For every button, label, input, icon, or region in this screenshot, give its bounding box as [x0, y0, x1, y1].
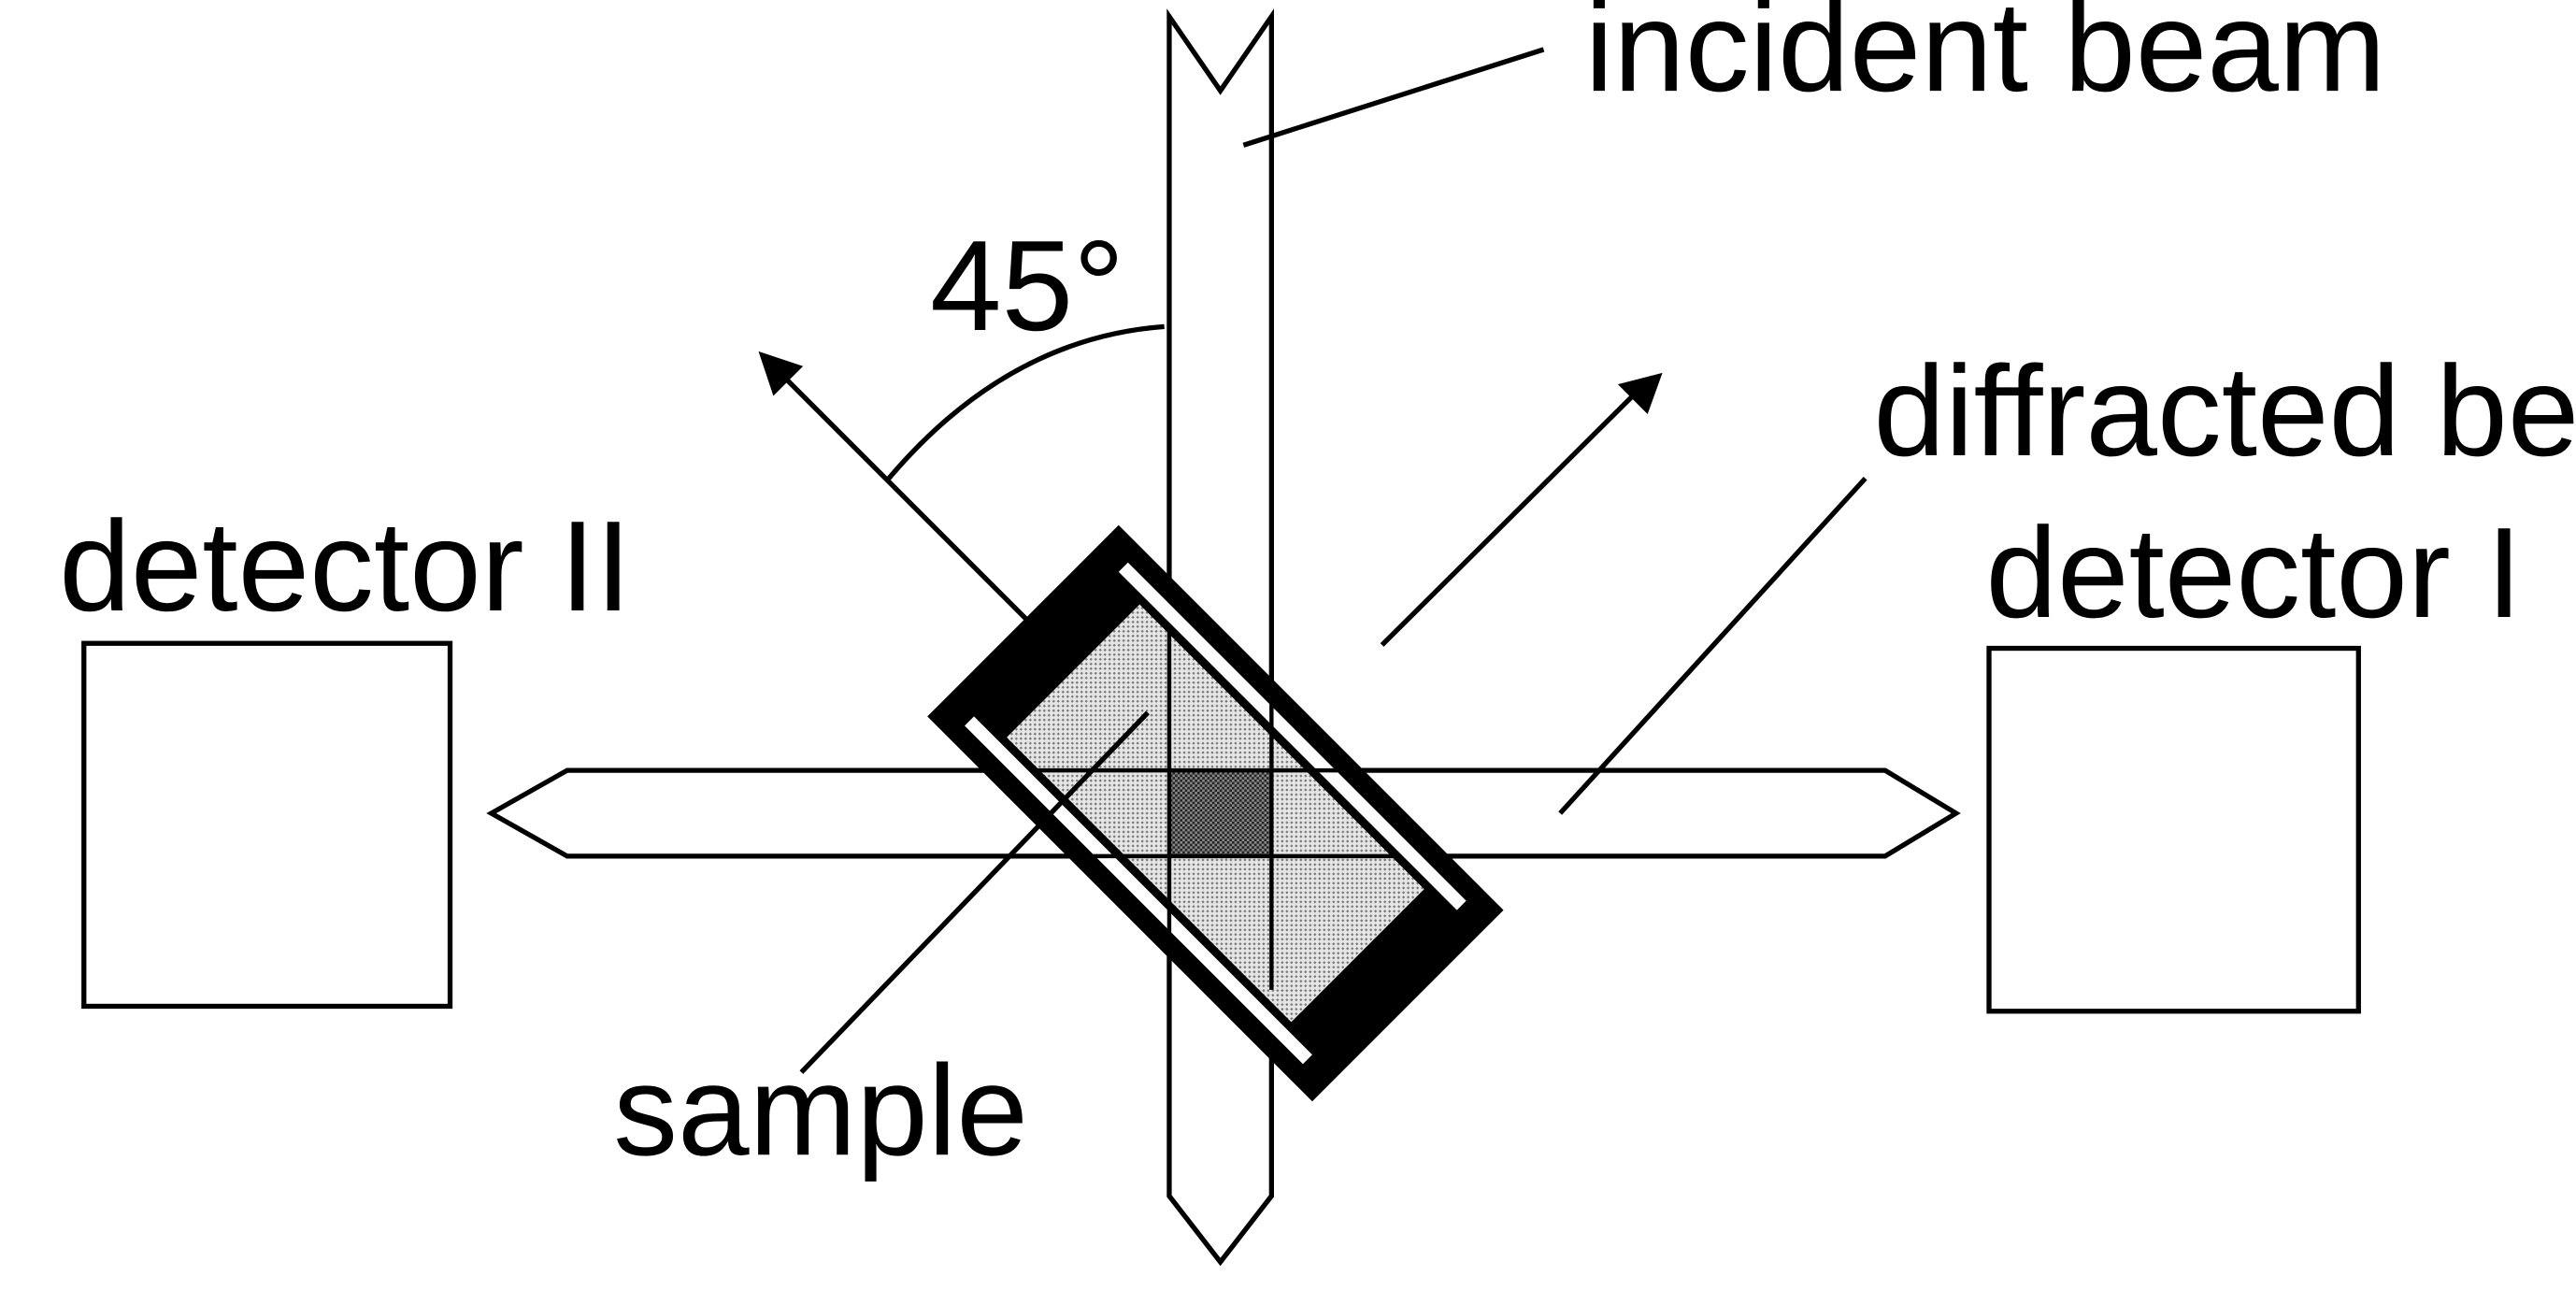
- diffracted-beam-leader: [1558, 476, 1868, 815]
- detector-2-label: detector II: [59, 494, 631, 638]
- detector-1-label: detector I: [1985, 501, 2522, 645]
- incident-beam-leader: [1242, 47, 1545, 148]
- sample-slit-left: [965, 716, 1312, 1065]
- beam-overlap-region: [1168, 770, 1272, 856]
- detector-1-box: [1986, 645, 2361, 1014]
- diffracted-arrow-left: [758, 351, 1038, 631]
- angle-arc: [886, 323, 1165, 480]
- sample-leader: [799, 710, 1150, 1074]
- incident-beam-label: incident beam: [1585, 0, 2386, 119]
- sample-label: sample: [613, 1039, 1028, 1182]
- angle-label: 45°: [930, 214, 1124, 358]
- diffracted-arrow-right: [1380, 372, 1663, 647]
- sample-slit-right: [1118, 562, 1467, 910]
- diffracted-beam-label: diffracted beam: [1873, 339, 2576, 483]
- detector-2-box: [81, 640, 453, 1010]
